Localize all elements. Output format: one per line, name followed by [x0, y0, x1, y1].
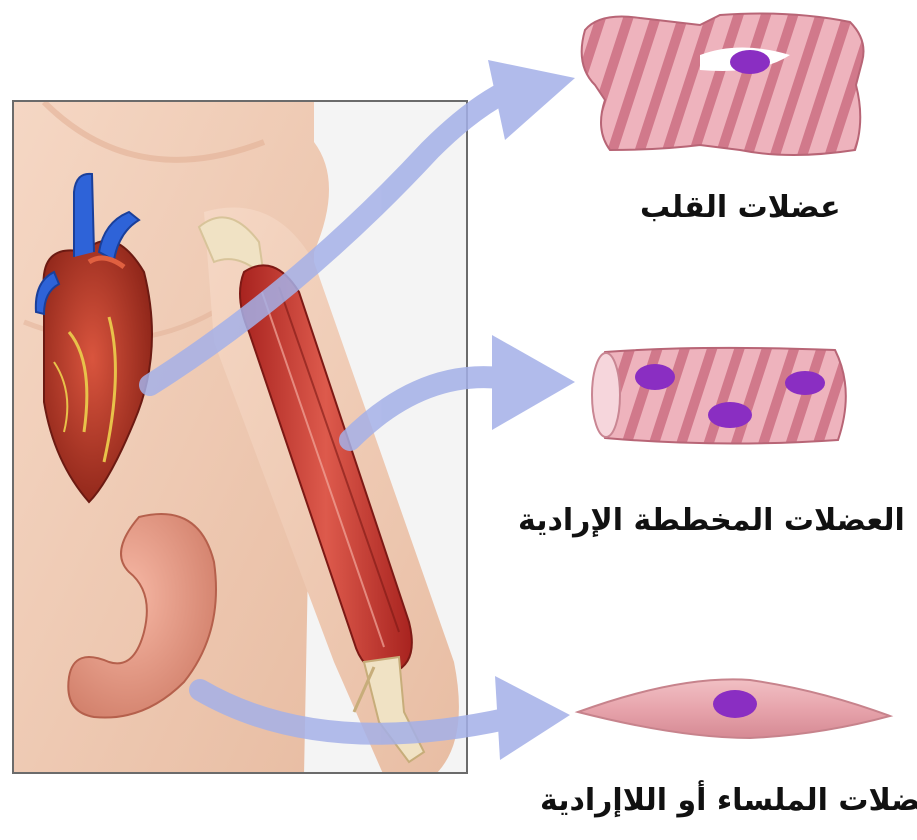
skeletal-nucleus-2 [708, 402, 752, 428]
smooth-muscle-label: العضلات الملساء أو اللاإرادية [540, 783, 917, 818]
arrow-to-smooth [200, 676, 570, 760]
skeletal-nucleus-3 [785, 371, 825, 395]
smooth-nucleus [713, 690, 757, 718]
skeletal-muscle-label: العضلات المخططة الإرادية [518, 503, 905, 538]
arrow-to-skeletal [350, 335, 575, 440]
smooth-muscle-fiber [578, 679, 890, 738]
arrow-to-cardiac [150, 60, 575, 385]
skeletal-nucleus-1 [635, 364, 675, 390]
cardiac-muscle-fiber [582, 14, 864, 155]
cardiac-muscle-label: عضلات القلب [640, 190, 841, 225]
skeletal-muscle-fiber [592, 348, 846, 444]
cardiac-nucleus [730, 50, 770, 74]
